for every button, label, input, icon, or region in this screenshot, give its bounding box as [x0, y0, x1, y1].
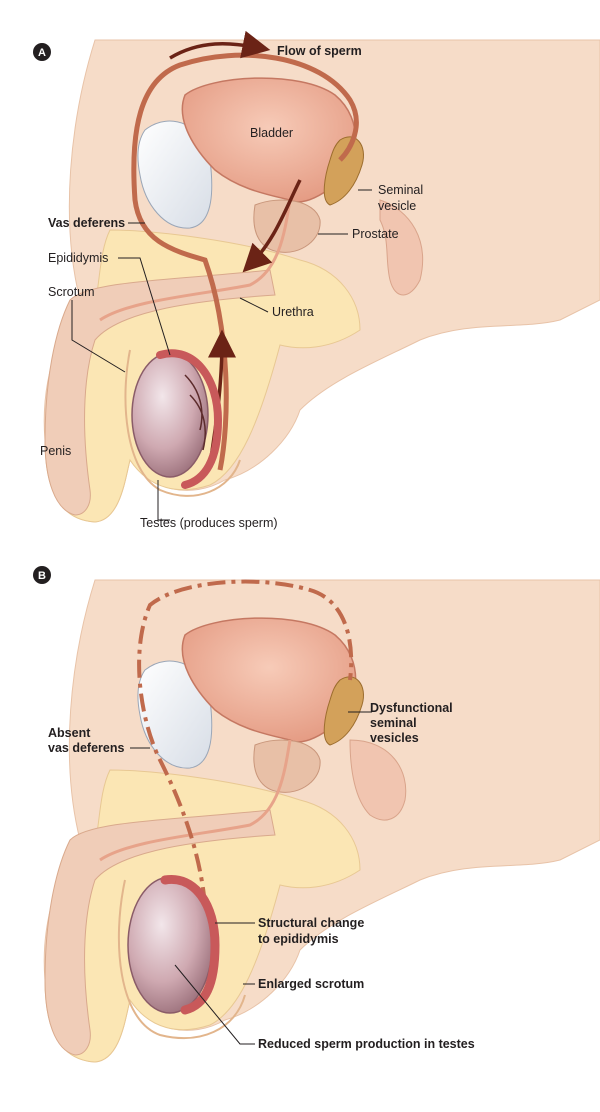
label-dysfunctional-line3: vesicles: [370, 731, 419, 745]
panel-b: B Dysfunctional seminal vesicles Absent …: [33, 566, 600, 1063]
prostate-b: [253, 739, 321, 793]
penis-b: [44, 809, 276, 1056]
label-absent-vas-line1: Absent: [48, 726, 91, 740]
epididymis-b: [160, 874, 220, 1015]
bladder-b: [181, 617, 357, 743]
absent-vas-deferens-b: [137, 579, 354, 906]
badge-b-letter: B: [38, 570, 46, 582]
scrotum-b: [117, 879, 246, 1040]
urethra-b: [99, 739, 292, 862]
scrotum-a: [124, 349, 241, 497]
label-bladder: Bladder: [250, 126, 293, 140]
label-dysfunctional-line2: seminal: [370, 716, 417, 730]
epididymis-tubules-a: [184, 374, 206, 451]
label-seminal-vesicle-line2: vesicle: [378, 199, 416, 213]
label-epididymis: Epididymis: [48, 251, 108, 265]
label-seminal-vesicle-line1: Seminal: [378, 183, 423, 197]
badge-b: [33, 566, 51, 584]
badge-a: [33, 43, 51, 61]
rectum-b: [349, 739, 407, 821]
label-dysfunctional-line1: Dysfunctional: [370, 701, 453, 715]
label-reduced-sperm: Reduced sperm production in testes: [258, 1037, 475, 1051]
seminal-vesicle-b: [323, 676, 364, 746]
rectum-a: [379, 199, 424, 296]
label-structural-line1: Structural change: [258, 916, 364, 930]
epididymis-a: [156, 349, 223, 489]
label-testes: Testes (produces sperm): [140, 516, 278, 530]
penis-a: [44, 269, 276, 516]
label-penis: Penis: [40, 444, 71, 458]
urethra-a: [99, 199, 292, 322]
panel-a: A Flow of sperm Bladder Seminal vesicle …: [33, 30, 600, 530]
flow-arrow-prostate: [242, 179, 302, 273]
bladder-a: [181, 77, 357, 203]
flow-arrow-top: [169, 30, 271, 60]
label-urethra: Urethra: [272, 305, 314, 319]
seminal-vesicle-a: [323, 136, 364, 206]
badge-a-letter: A: [38, 47, 46, 59]
label-scrotum: Scrotum: [48, 285, 95, 299]
label-vas-deferens: Vas deferens: [48, 216, 125, 230]
testis-a: [131, 352, 209, 478]
label-absent-vas-line2: vas deferens: [48, 741, 124, 755]
label-prostate: Prostate: [352, 227, 399, 241]
vas-deferens-a: [131, 52, 359, 471]
label-enlarged-scrotum: Enlarged scrotum: [258, 977, 364, 991]
label-structural-line2: to epididymis: [258, 932, 339, 946]
label-flow-of-sperm: Flow of sperm: [277, 44, 362, 58]
